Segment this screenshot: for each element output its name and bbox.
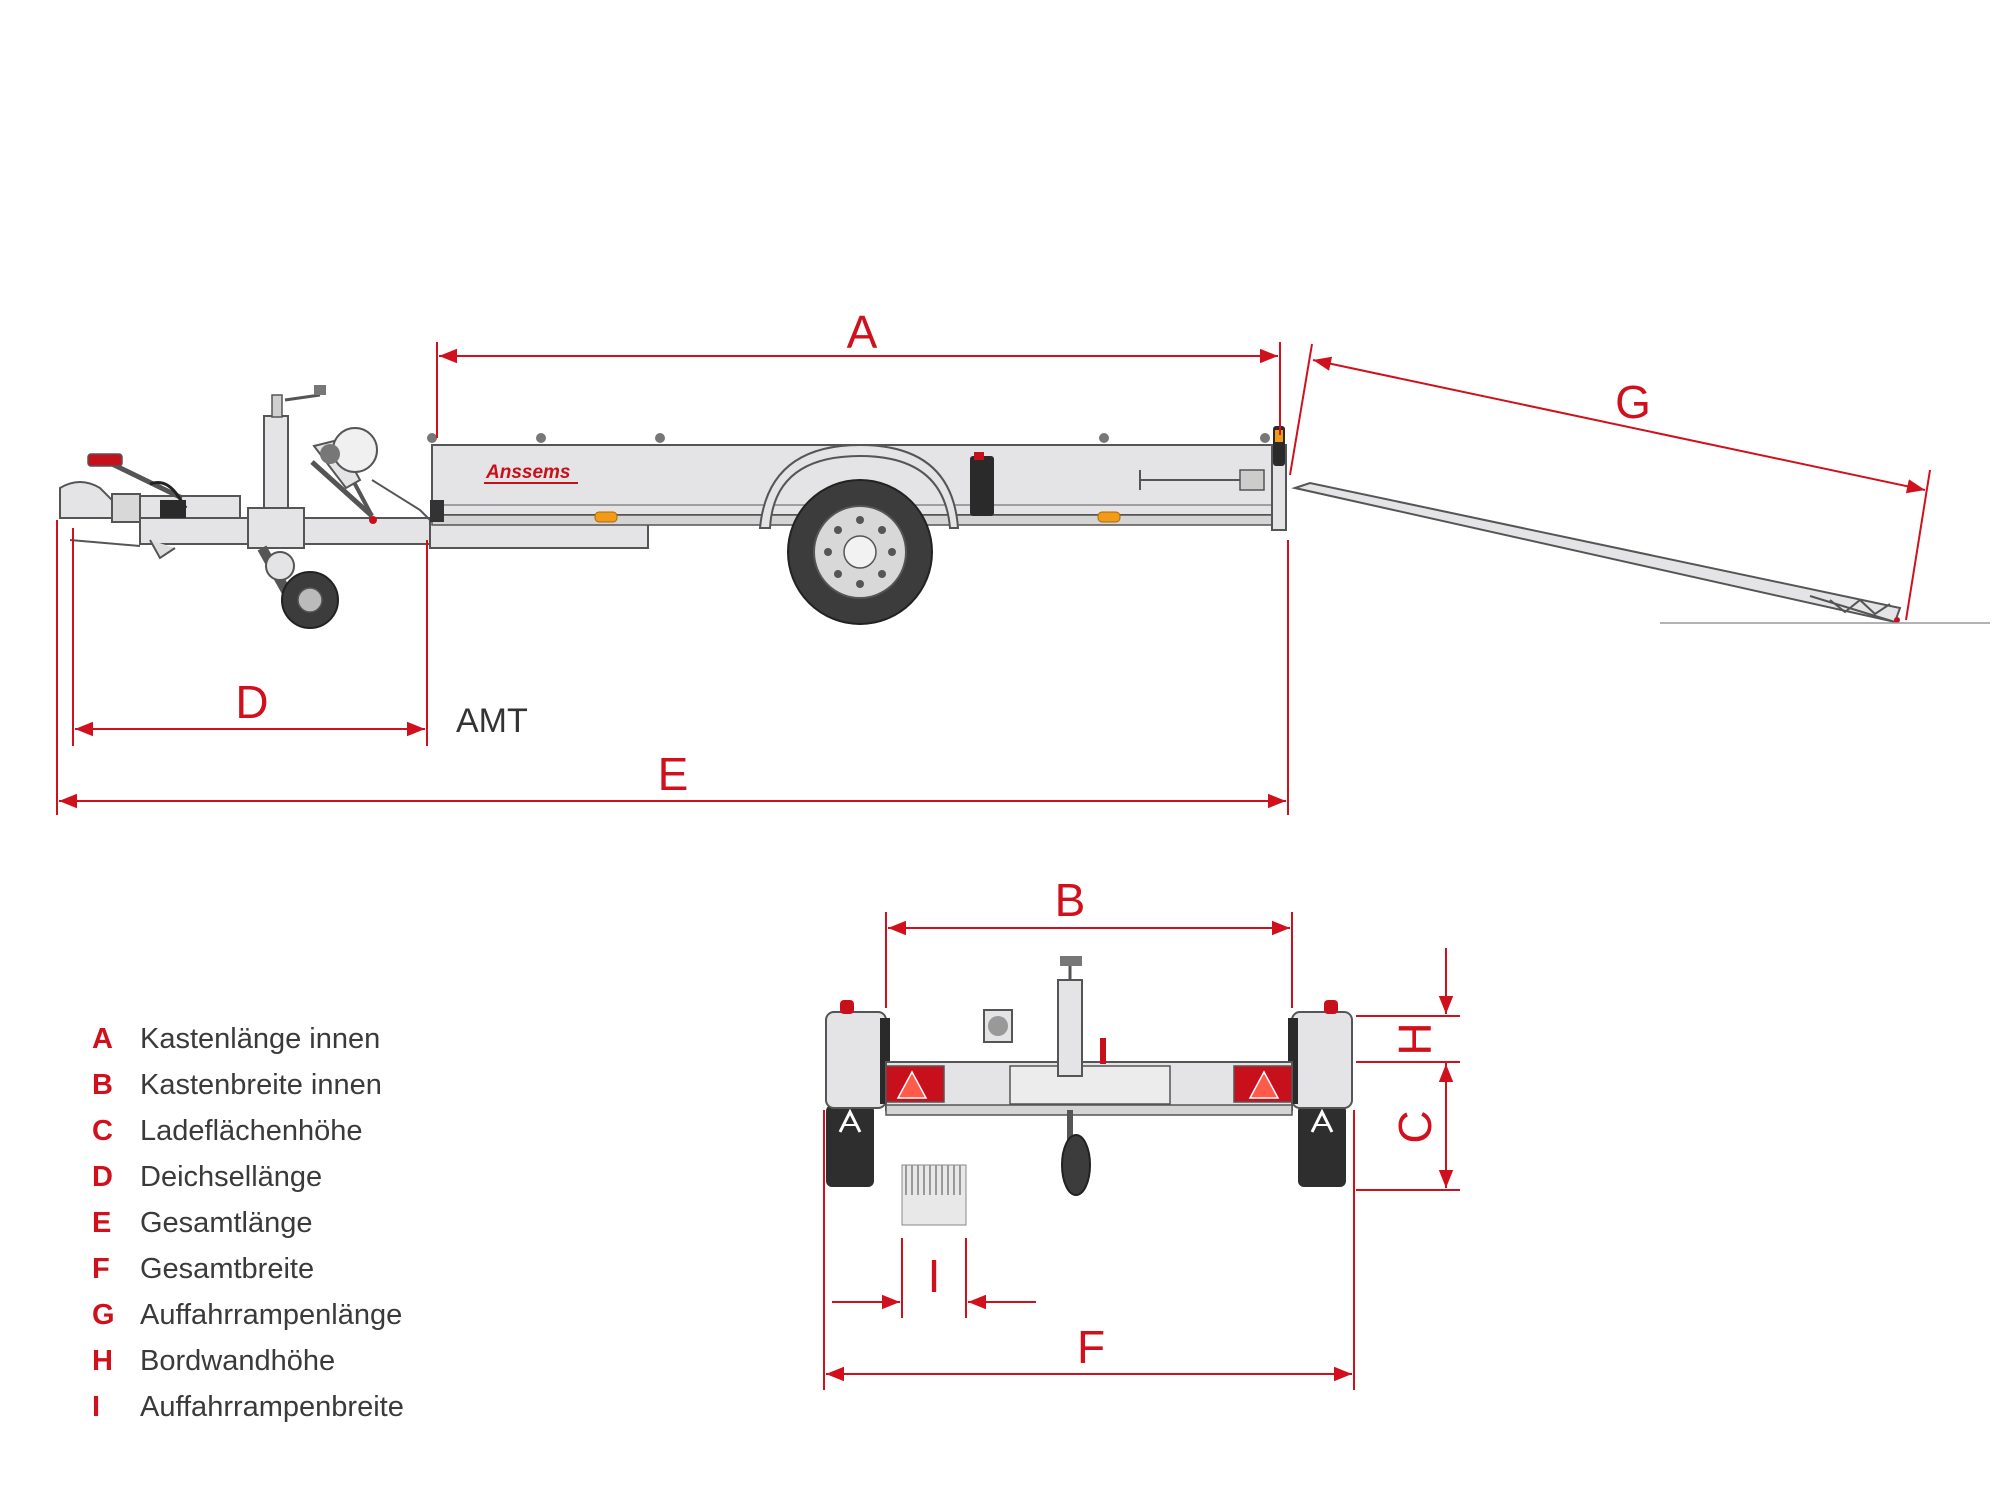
dim-label-H: H	[1389, 1022, 1441, 1055]
rear-light-left	[885, 1065, 945, 1103]
legend-row-F: F Gesamtbreite	[92, 1246, 404, 1292]
legend-label: Gesamtlänge	[140, 1206, 313, 1239]
loading-ramp	[1291, 481, 1990, 624]
legend-key: E	[92, 1206, 112, 1239]
dim-label-A: A	[847, 306, 878, 358]
legend-key: H	[92, 1344, 113, 1377]
legend-label: Gesamtbreite	[140, 1252, 315, 1285]
dimension-legend: A Kastenlänge innen B Kastenbreite innen C…	[92, 1016, 404, 1430]
dim-label-F: F	[1077, 1321, 1105, 1373]
legend-key: D	[92, 1160, 113, 1193]
badge-letter-left: A	[0, 0, 1, 1]
dim-label-I: I	[928, 1250, 941, 1302]
mudguard	[758, 443, 960, 529]
dim-label-C: C	[1389, 1110, 1441, 1143]
legend-row-H: H Bordwandhöhe	[92, 1338, 404, 1384]
legend-row-G: G Auffahrrampenlänge	[92, 1292, 404, 1338]
coupling-head	[59, 481, 241, 523]
legend-key: C	[92, 1114, 113, 1147]
handbrake-lever	[87, 453, 188, 560]
legend-key: F	[92, 1252, 110, 1285]
legend-row-E: E Gesamtlänge	[92, 1200, 404, 1246]
legend-label: Kastenbreite innen	[140, 1068, 382, 1101]
rear-light-right	[1233, 1065, 1293, 1103]
model-label: AMT	[456, 702, 528, 740]
dimensions-side	[56, 342, 1931, 815]
side-view: Anssems	[59, 385, 1990, 629]
legend-label: Auffahrrampenbreite	[140, 1390, 404, 1423]
legend-row-B: B Kastenbreite innen	[92, 1062, 404, 1108]
rear-view: A	[0, 0, 1353, 1226]
brand-logo-side: Anssems	[485, 462, 571, 483]
legend-row-D: D Deichsellänge	[92, 1154, 404, 1200]
legend-key: A	[92, 1022, 113, 1055]
legend-key: B	[92, 1068, 113, 1101]
legend-row-C: C Ladeflächenhöhe	[92, 1108, 404, 1154]
dim-label-B: B	[1055, 874, 1086, 926]
jockey-wheel	[247, 385, 339, 629]
mud-flap-left	[826, 1105, 874, 1187]
legend-label: Ladeflächenhöhe	[140, 1114, 363, 1147]
dim-label-D: D	[235, 676, 268, 728]
legend-label: Kastenlänge innen	[140, 1022, 381, 1055]
legend-label: Auffahrrampenlänge	[140, 1298, 403, 1331]
dim-label-E: E	[658, 748, 689, 800]
legend-label: Deichsellänge	[140, 1160, 323, 1193]
road-wheel	[787, 479, 933, 625]
winch	[310, 427, 431, 524]
mud-flap-right	[1298, 1105, 1346, 1187]
dimensions-rear	[823, 912, 1460, 1390]
legend-label: Bordwandhöhe	[140, 1344, 336, 1377]
ramp-section	[901, 1164, 967, 1226]
dim-label-G: G	[1615, 376, 1651, 428]
legend-row-I: I Auffahrrampenbreite	[92, 1384, 404, 1430]
legend-row-A: A Kastenlänge innen	[92, 1016, 404, 1062]
legend-key: G	[92, 1298, 115, 1331]
legend-key: I	[92, 1390, 101, 1423]
